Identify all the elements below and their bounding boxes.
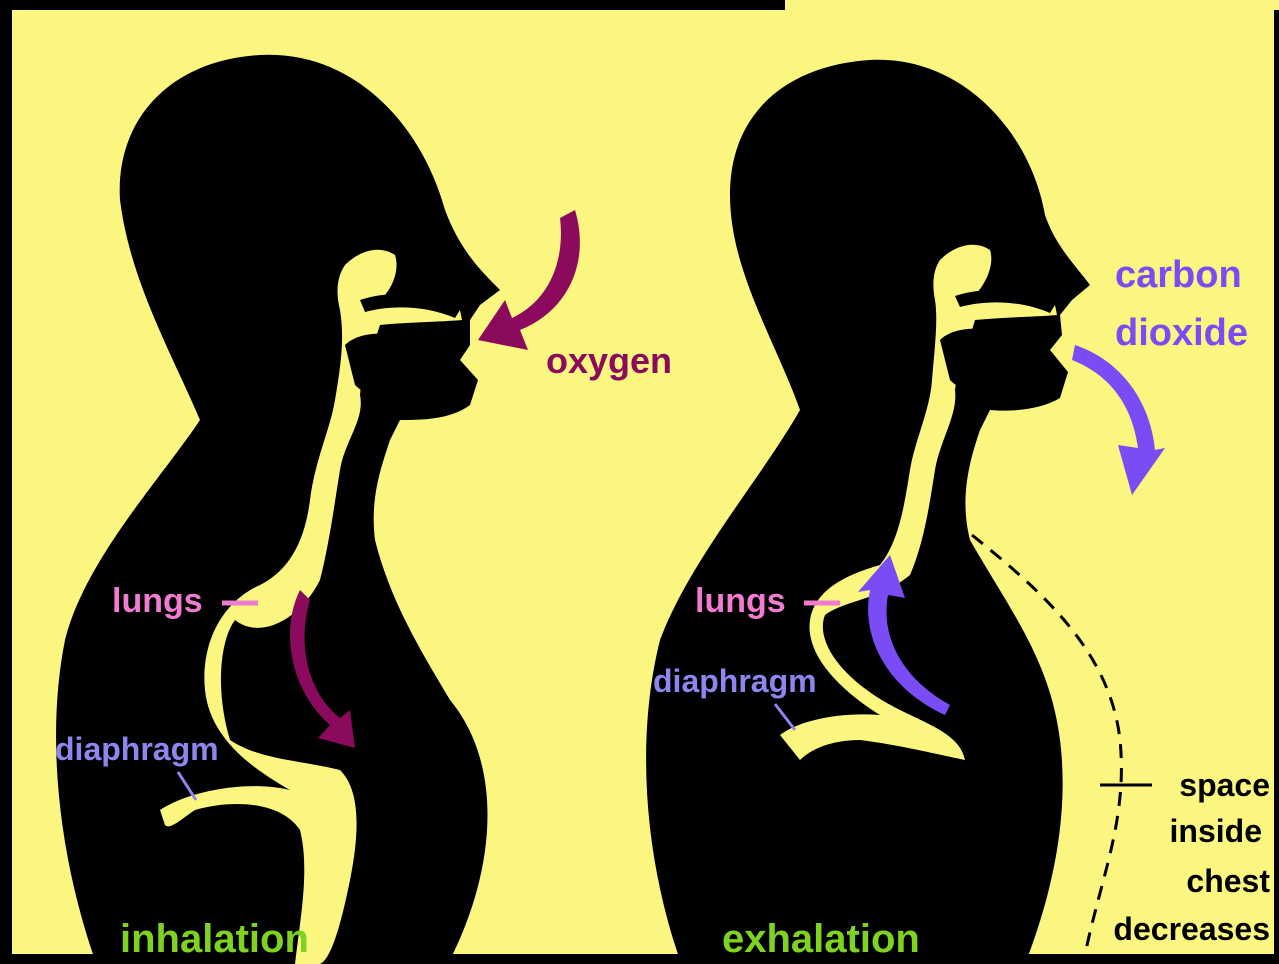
exhalation-diaphragm-label: diaphragm bbox=[653, 663, 817, 699]
co2-label-line2: dioxide bbox=[1115, 312, 1248, 354]
chest-note-line3: chest bbox=[1186, 863, 1270, 899]
inhalation-diaphragm-label: diaphragm bbox=[55, 731, 219, 767]
inhalation-phase-label: inhalation bbox=[120, 917, 309, 961]
top-strip bbox=[785, 0, 1279, 10]
inhalation-lungs-label: lungs bbox=[112, 582, 203, 620]
exhalation-lungs-label: lungs bbox=[695, 582, 786, 620]
exhalation-phase-label: exhalation bbox=[722, 917, 920, 961]
oxygen-label: oxygen bbox=[546, 340, 672, 381]
co2-label-line1: carbon bbox=[1115, 254, 1242, 296]
chest-note-line1: space bbox=[1179, 767, 1270, 803]
chest-note-line4: decreases bbox=[1113, 911, 1270, 947]
chest-note-line2: inside bbox=[1170, 813, 1262, 849]
